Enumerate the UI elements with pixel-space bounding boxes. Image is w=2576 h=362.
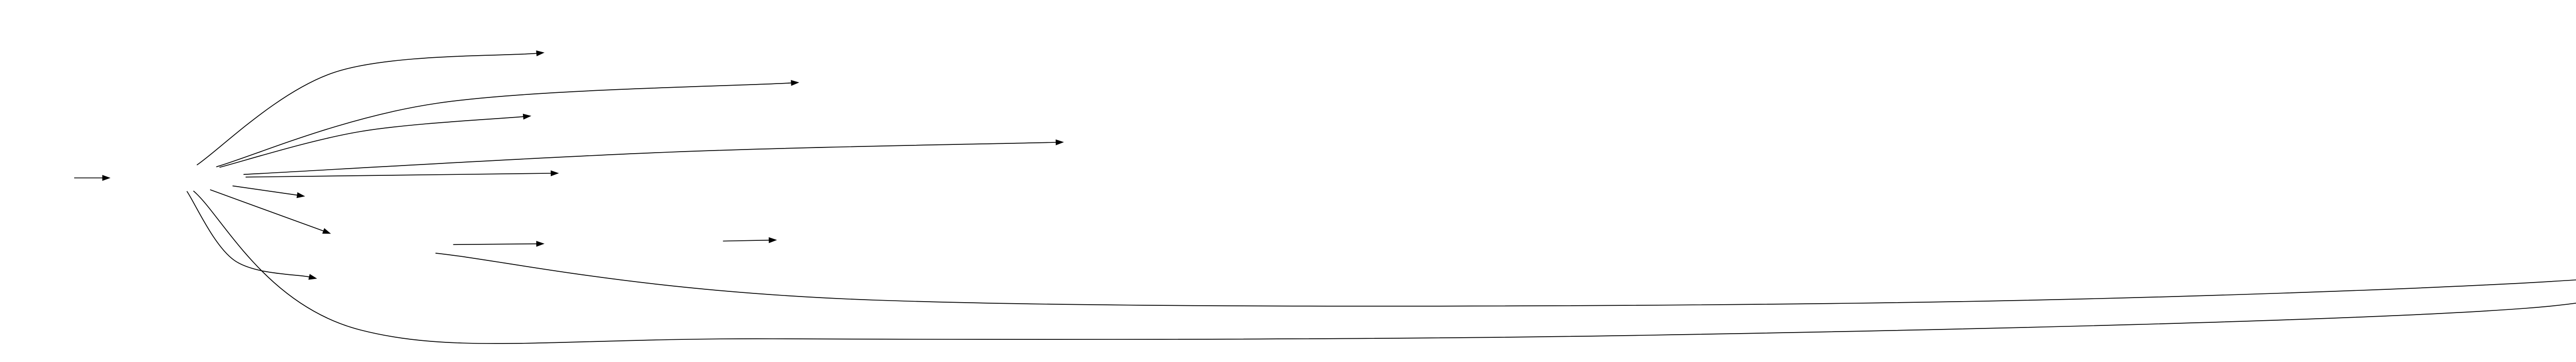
edge-osm-landuse-polygon-to-osm-residential-gen-z10 bbox=[245, 173, 552, 178]
arrowhead-icon bbox=[1055, 139, 1064, 145]
arrowhead-icon bbox=[536, 241, 545, 247]
edge-osm-landuse-polygon-to-layer-landuse-z14plus bbox=[193, 190, 2576, 344]
arrowhead-icon bbox=[308, 274, 317, 280]
edge-osm-landuse-polygon-to-osm-residential-gen-z11 bbox=[232, 185, 298, 196]
arrowhead-icon bbox=[791, 80, 800, 86]
edges-layer bbox=[74, 50, 2576, 344]
arrowhead-icon bbox=[296, 192, 306, 199]
edge-osm-landuse-polygon-gen-z13-to-osm-landuse-polygon-gen-z12 bbox=[453, 243, 537, 245]
edge-osm-landuse-polygon-gen-z12-to-osm-landuse-polygon-gen-z11 bbox=[723, 239, 770, 242]
edge-osm-landuse-polygon-to-osm-residential-gen-z8 bbox=[219, 116, 524, 168]
edge-osm-landuse-polygon-to-osm-residential-gen-z9 bbox=[243, 142, 1057, 175]
edge-osm-landuse-polygon-gen-z13-to-layer-landuse-z13 bbox=[435, 253, 2576, 307]
arrowhead-icon bbox=[102, 175, 111, 181]
arrowhead-icon bbox=[536, 50, 545, 57]
arrowhead-icon bbox=[322, 228, 331, 234]
edge-osm-landuse-polygon-to-osm-landuse-polygon-gen-z13 bbox=[210, 189, 325, 232]
edge-osm-landuse-polygon-to-osm-residential-gen-z6 bbox=[196, 53, 537, 166]
arrowhead-icon bbox=[769, 237, 777, 243]
edge-osm-landuse-polygon-to-osm-residential-gen-z12 bbox=[187, 191, 310, 277]
edge-osm-landuse-polygon-to-osm-residential-gen-z7 bbox=[216, 83, 792, 168]
arrowhead-icon bbox=[522, 113, 532, 120]
arrowhead-icon bbox=[550, 170, 559, 176]
